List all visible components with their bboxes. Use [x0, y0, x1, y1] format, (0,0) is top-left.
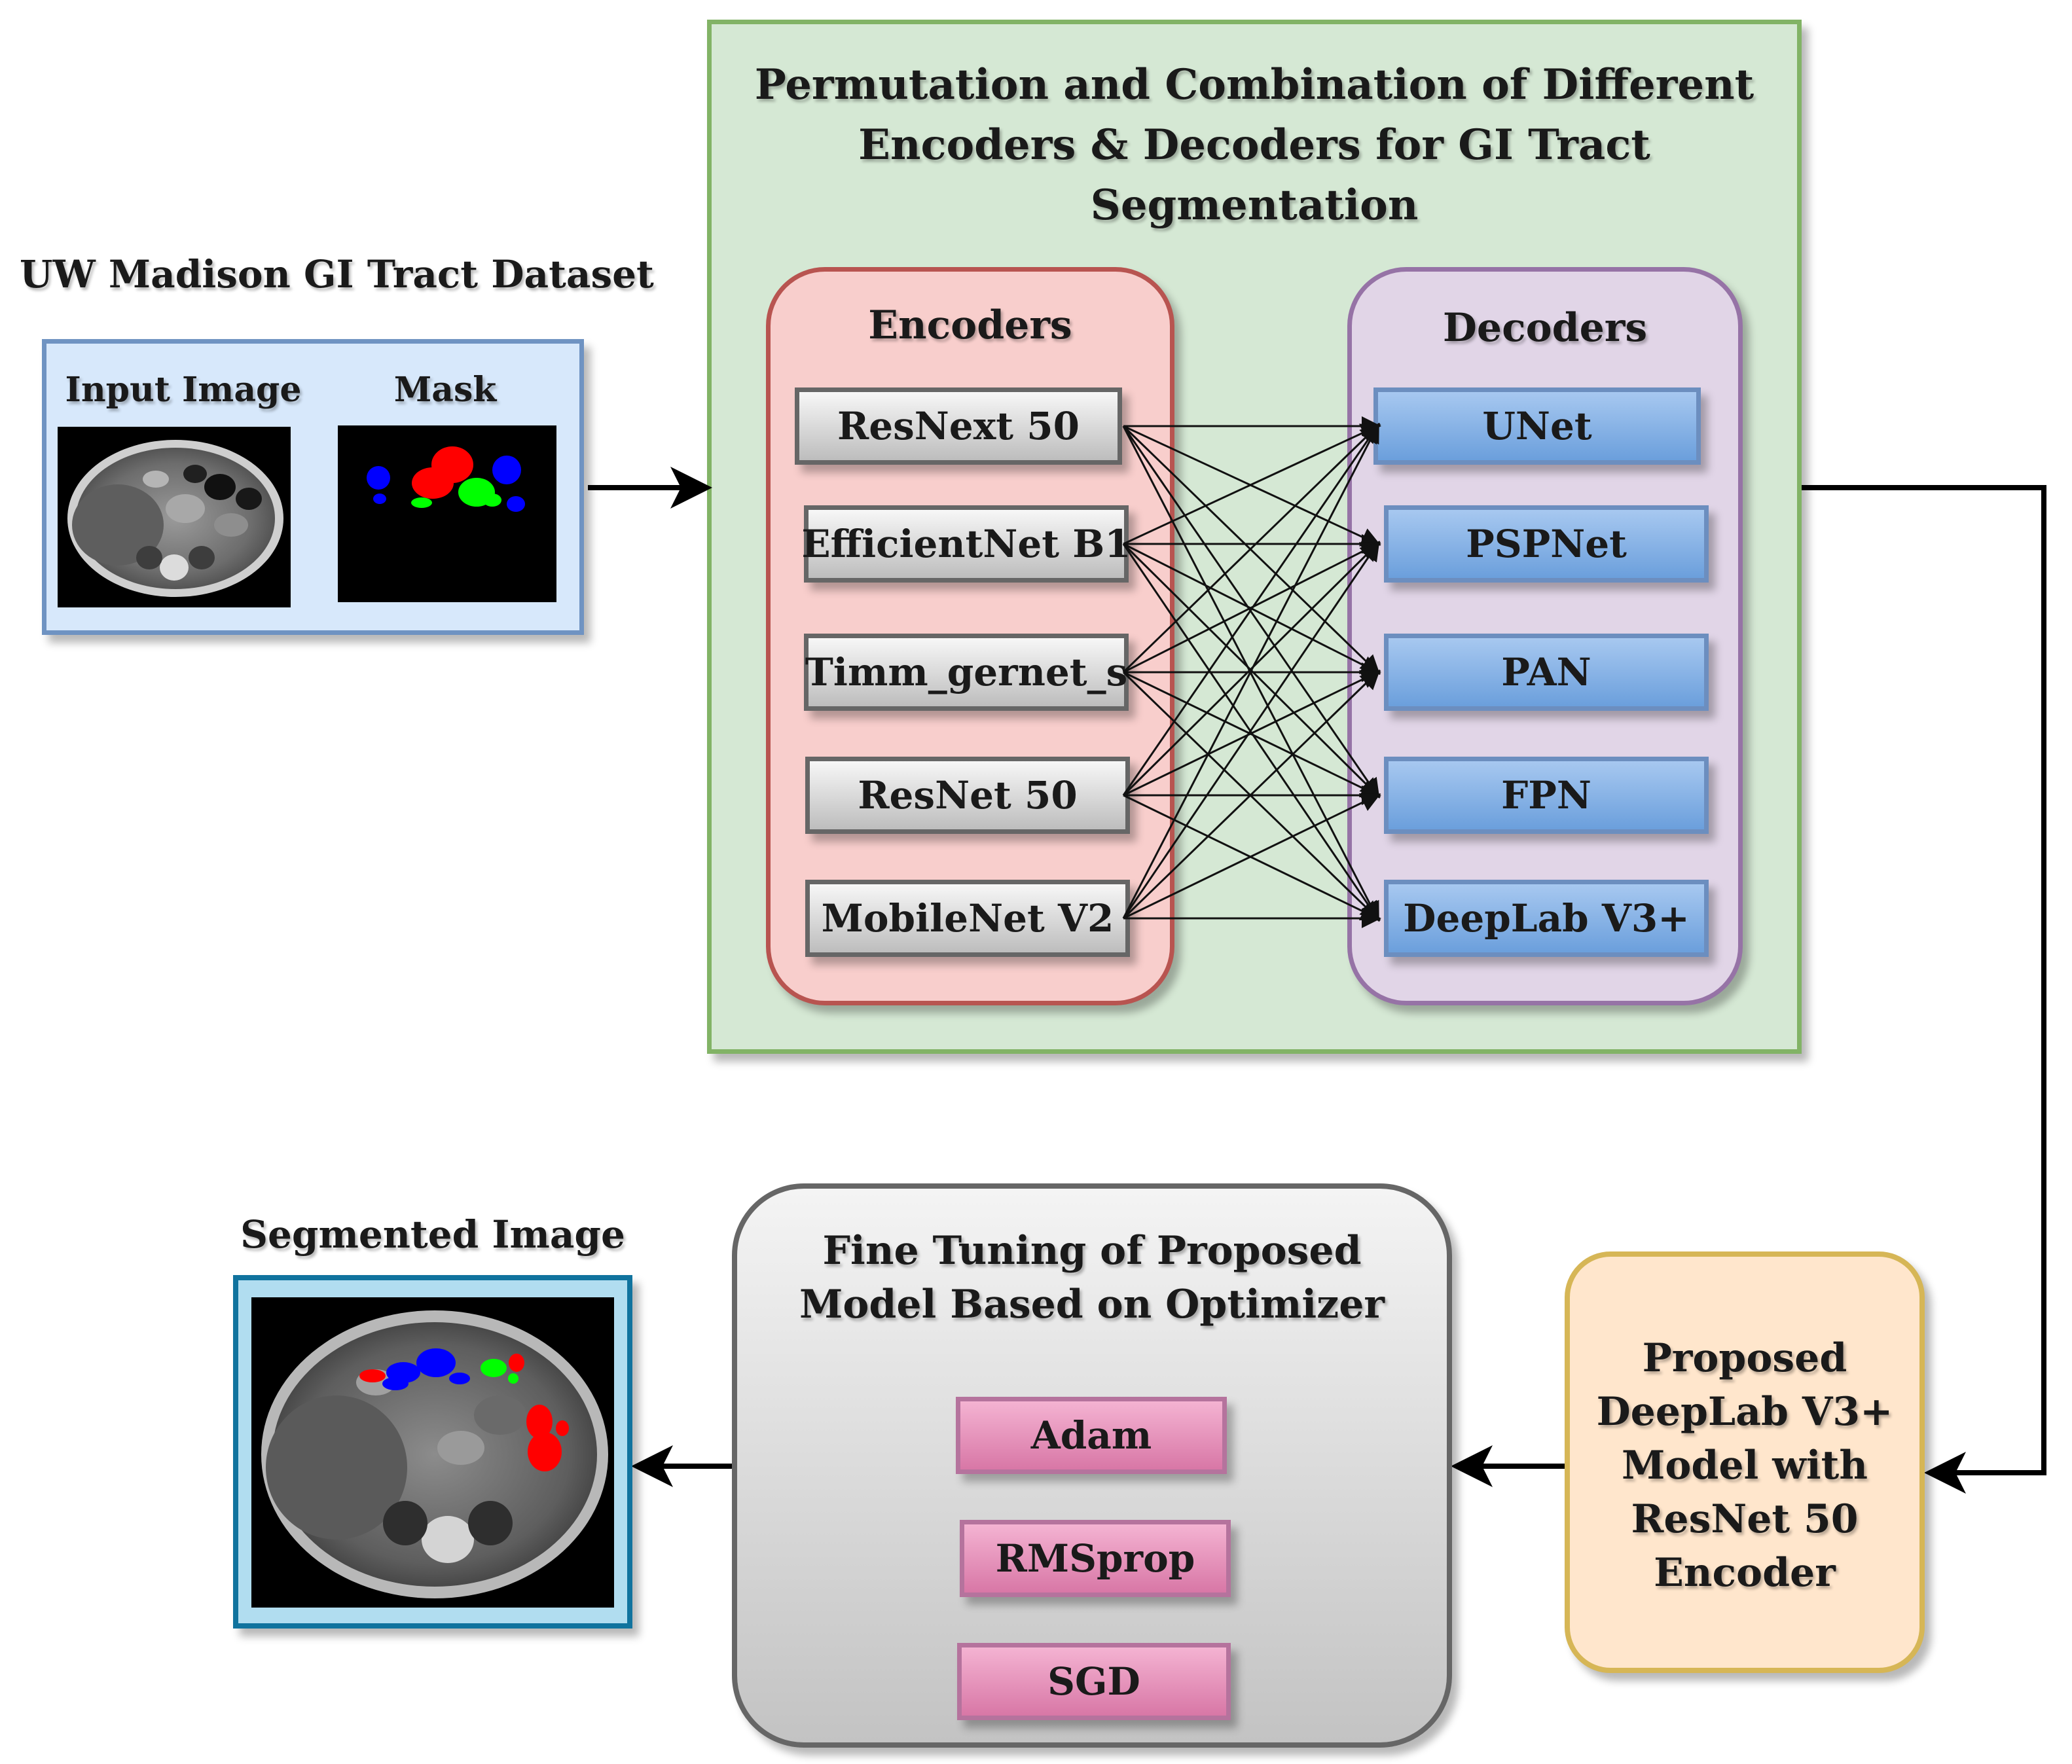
- proposed-line4: ResNet 50: [1631, 1496, 1859, 1542]
- input-image-label: Input Image: [65, 370, 302, 410]
- decoder-pan: PAN: [1384, 634, 1709, 711]
- proposed-line3: Model with: [1621, 1443, 1868, 1488]
- connection-e2-d1: [1123, 542, 1381, 674]
- fine-tuning-title-line2: Model Based on Optimizer: [799, 1282, 1385, 1327]
- encoder-resnext50: ResNext 50: [795, 387, 1122, 465]
- connection-e4-d0: [1122, 422, 1379, 919]
- encoder-resnet50: ResNet 50: [805, 757, 1130, 834]
- connection-e4-d2: [1122, 669, 1381, 920]
- proposed-line1: Proposed: [1642, 1335, 1847, 1381]
- proposed-model-box: [1565, 1251, 1925, 1673]
- connection-e1-d0: [1123, 423, 1381, 545]
- decoder-fpn: FPN: [1384, 757, 1709, 834]
- connection-e4-d1: [1122, 541, 1380, 919]
- permutation-title-line1: Permutation and Combination of Different: [754, 60, 1754, 109]
- connection-e3-d0: [1122, 423, 1380, 796]
- encoders-title: Encoders: [868, 302, 1072, 348]
- mask-label: Mask: [393, 370, 497, 410]
- optimizer-adam: Adam: [956, 1397, 1227, 1474]
- encoder-efficientnet-b1: EfficientNet B1: [801, 505, 1131, 583]
- proposed-line2: DeepLab V3+: [1596, 1389, 1893, 1435]
- dataset-title: UW Madison GI Tract Dataset: [20, 252, 654, 297]
- arrow-permutation-to-proposed: [1802, 485, 2046, 1494]
- connection-e3-d1: [1122, 541, 1381, 797]
- input-mri-image: [58, 427, 291, 607]
- permutation-title-line2: Encoders & Decoders for GI Tract: [858, 120, 1650, 170]
- optimizer-rmsprop: RMSprop: [960, 1520, 1231, 1597]
- segmented-mri-image: [251, 1297, 614, 1608]
- encoder-mobilenet-v2: MobileNet V2: [805, 880, 1130, 957]
- mask-image: [338, 425, 556, 602]
- connection-e4-d3: [1123, 793, 1381, 920]
- proposed-line5: Encoder: [1654, 1550, 1836, 1596]
- permutation-title-line3: Segmentation: [1090, 181, 1419, 230]
- segmented-title: Segmented Image: [240, 1212, 625, 1257]
- encoder-timm-gernet-s: Timm_gernet_s: [804, 634, 1129, 711]
- connection-e3-d2: [1123, 670, 1381, 797]
- connection-e2-d0: [1122, 423, 1381, 674]
- optimizer-sgd: SGD: [957, 1643, 1231, 1720]
- fine-tuning-title-line1: Fine Tuning of Proposed: [822, 1228, 1362, 1274]
- decoders-title: Decoders: [1442, 305, 1648, 351]
- decoder-pspnet: PSPNet: [1384, 505, 1709, 583]
- decoder-deeplab-v3plus: DeepLab V3+: [1384, 880, 1709, 957]
